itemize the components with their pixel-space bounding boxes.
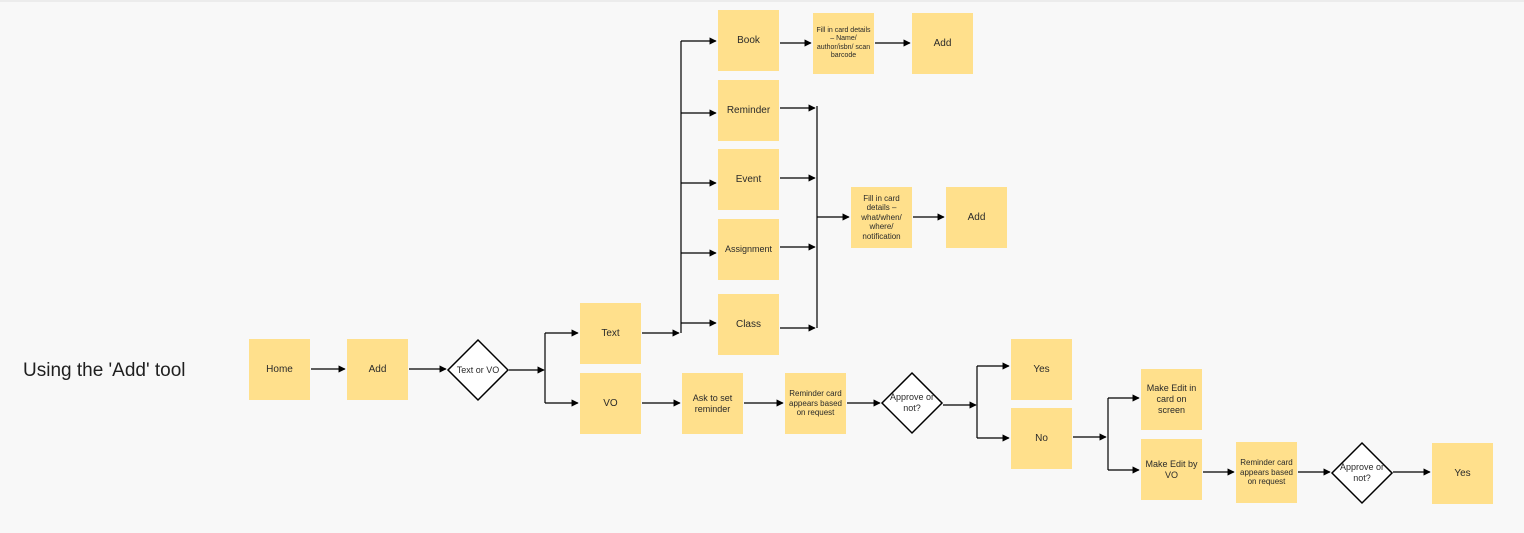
reminder-card-label-1: Reminder card appears based on request	[789, 389, 842, 418]
yes-note-1[interactable]: Yes	[1011, 339, 1072, 400]
no-label: No	[1035, 432, 1048, 444]
class-note[interactable]: Class	[718, 294, 779, 355]
edit-screen-note[interactable]: Make Edit in card on screen	[1141, 369, 1202, 430]
event-details-note[interactable]: Fill in card details – what/when/ where/…	[851, 187, 912, 248]
ask-reminder-note[interactable]: Ask to set reminder	[682, 373, 743, 434]
class-label: Class	[735, 318, 761, 330]
book-note[interactable]: Book	[718, 10, 779, 71]
vo-label: VO	[603, 397, 618, 409]
assignment-note[interactable]: Assignment	[718, 219, 779, 280]
event-label: Event	[735, 173, 762, 185]
reminder-label: Reminder	[726, 104, 771, 116]
text-note[interactable]: Text	[580, 303, 641, 364]
edit-screen-label: Make Edit in card on screen	[1146, 383, 1197, 415]
home-label: Home	[266, 363, 293, 375]
event-add-note[interactable]: Add	[946, 187, 1007, 248]
edit-vo-note[interactable]: Make Edit by VO	[1141, 439, 1202, 500]
assignment-label: Assignment	[724, 244, 773, 255]
event-details-label: Fill in card details – what/when/ where/…	[861, 193, 902, 241]
decision-diamond-approve-2	[1330, 441, 1394, 505]
reminder-card-label-2: Reminder card appears based on request	[1240, 458, 1293, 487]
book-details-label: Fill in card details – Name/ author/isbn…	[816, 26, 871, 59]
decision-diamond-approve-1	[880, 371, 944, 435]
event-add-label: Add	[967, 211, 986, 223]
reminder-card-note-2[interactable]: Reminder card appears based on request	[1236, 442, 1297, 503]
book-label: Book	[737, 34, 760, 46]
yes-note-2[interactable]: Yes	[1432, 443, 1493, 504]
book-add-label: Add	[933, 37, 952, 49]
yes-label-2: Yes	[1454, 467, 1471, 479]
decision-diamond-text-or-vo	[446, 338, 510, 402]
yes-label-1: Yes	[1033, 363, 1050, 375]
no-note[interactable]: No	[1011, 408, 1072, 469]
add-label: Add	[368, 363, 387, 375]
approve-label-2: Approve or not?	[1339, 462, 1385, 483]
book-add-note[interactable]: Add	[912, 13, 973, 74]
reminder-note[interactable]: Reminder	[718, 80, 779, 141]
book-details-note[interactable]: Fill in card details – Name/ author/isbn…	[813, 13, 874, 74]
diagram-title: Using the 'Add' tool	[23, 360, 186, 381]
ask-reminder-label: Ask to set reminder	[692, 392, 733, 414]
text-label: Text	[601, 327, 620, 339]
event-note[interactable]: Event	[718, 149, 779, 210]
text-or-vo-label: Text or VO	[456, 364, 500, 375]
add-note[interactable]: Add	[347, 339, 408, 400]
reminder-card-note-1[interactable]: Reminder card appears based on request	[785, 373, 846, 434]
home-note[interactable]: Home	[249, 339, 310, 400]
edit-vo-label: Make Edit by VO	[1145, 458, 1198, 480]
approve-label-1: Approve or not?	[889, 392, 935, 413]
vo-note[interactable]: VO	[580, 373, 641, 434]
top-border	[0, 0, 1524, 2]
